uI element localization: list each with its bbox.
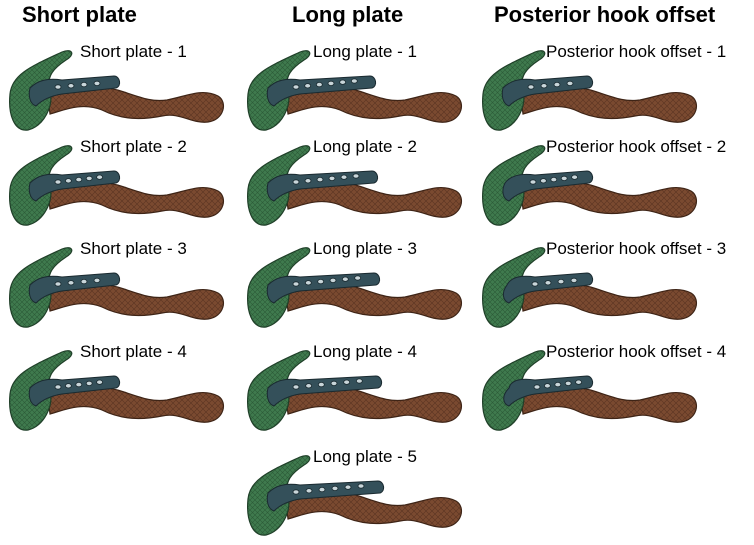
model-panel xyxy=(475,237,715,337)
column-header: Posterior hook offset xyxy=(494,2,716,27)
panel-label: Posterior hook offset - 2 xyxy=(546,137,727,156)
panel-label: Short plate - 2 xyxy=(80,137,187,156)
clavicle-shape xyxy=(285,386,463,423)
clavicle-shape xyxy=(520,386,698,423)
hook-plate-shape xyxy=(502,272,594,304)
clavicle-shape xyxy=(47,86,225,123)
clavicle-shape xyxy=(285,86,463,123)
model-panel xyxy=(475,135,715,235)
clavicle-shape xyxy=(47,283,225,320)
clavicle-shape xyxy=(285,283,463,320)
panel-label: Long plate - 4 xyxy=(313,342,417,361)
hook-plate-shape xyxy=(502,170,594,202)
clavicle-shape xyxy=(285,491,463,528)
panel-label: Posterior hook offset - 4 xyxy=(546,342,727,361)
model-panel xyxy=(2,135,242,235)
model-panel xyxy=(240,40,480,140)
clavicle-shape xyxy=(47,181,225,218)
clavicle-shape xyxy=(285,181,463,218)
clavicle-shape xyxy=(47,386,225,423)
hook-plate-shape xyxy=(266,480,385,512)
model-panel xyxy=(240,237,480,337)
model-panel xyxy=(240,135,480,235)
panel-label: Short plate - 3 xyxy=(80,239,187,258)
panel-label: Long plate - 2 xyxy=(313,137,417,156)
model-panel xyxy=(240,445,480,545)
clavicle-shape xyxy=(520,283,698,320)
panel-label: Long plate - 3 xyxy=(313,239,417,258)
panel-label: Short plate - 4 xyxy=(80,342,187,361)
clavicle-shape xyxy=(520,86,698,123)
model-panel xyxy=(2,237,242,337)
model-panel xyxy=(475,40,715,140)
clavicle-shape xyxy=(520,181,698,218)
hook-plate-shape xyxy=(266,75,377,107)
panel-label: Short plate - 1 xyxy=(80,42,187,61)
hook-plate-shape xyxy=(266,272,381,304)
column-header: Short plate xyxy=(22,2,137,27)
hook-plate-shape xyxy=(266,375,383,407)
model-panel xyxy=(2,40,242,140)
hook-plate-shape xyxy=(266,170,379,202)
panel-label: Long plate - 5 xyxy=(313,447,417,466)
panel-label: Posterior hook offset - 1 xyxy=(546,42,727,61)
panel-label: Posterior hook offset - 3 xyxy=(546,239,727,258)
model-panel xyxy=(2,340,242,440)
model-panel xyxy=(475,340,715,440)
column-header: Long plate xyxy=(292,2,404,27)
model-panel xyxy=(240,340,480,440)
panel-label: Long plate - 1 xyxy=(313,42,417,61)
